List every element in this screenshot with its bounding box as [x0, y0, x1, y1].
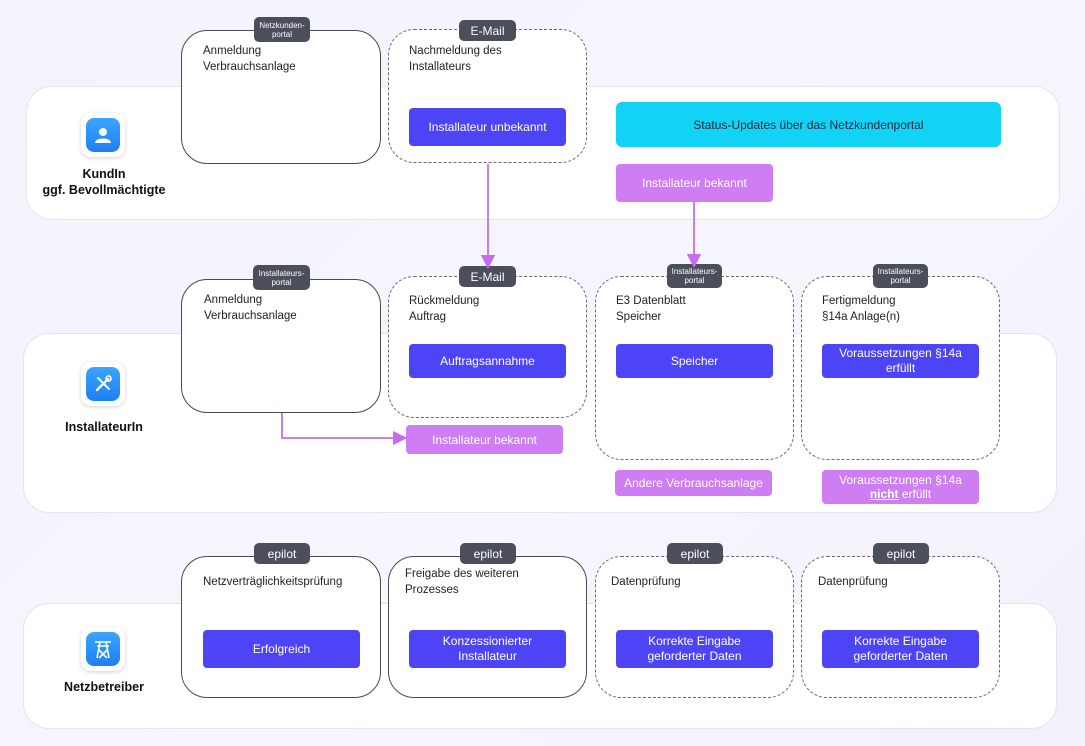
title-line: Rückmeldung	[409, 295, 480, 307]
tag-email: E-Mail	[459, 20, 516, 41]
pill-line: Voraussetzungen §14a	[839, 473, 962, 487]
button-line: Installateur	[458, 649, 517, 663]
tag-epilot-4: epilot	[873, 543, 929, 564]
auftragsannahme-button[interactable]: Auftragsannahme	[409, 344, 566, 378]
title-line: Speicher	[616, 310, 662, 323]
title-line: Nachmeldung des	[409, 45, 502, 57]
tag-epilot-3: epilot	[667, 543, 723, 564]
title-line: Auftrag	[409, 310, 447, 323]
person-icon	[81, 113, 125, 157]
actor-netzbetreiber-line1: Netzbetreiber	[64, 680, 144, 694]
card-rueckmeldung-title: Rückmeldung Auftrag	[409, 294, 479, 325]
pill-rest: erfüllt	[898, 487, 932, 501]
button-line: geforderter Daten	[853, 649, 948, 663]
card-installateur-anmeldung[interactable]	[181, 279, 381, 413]
konzessionierter-installateur-button[interactable]: Konzessionierter Installateur	[409, 630, 566, 668]
power-pylon-icon	[81, 627, 125, 671]
title-line: Netzverträglichkeitsprüfung	[203, 576, 343, 588]
andere-verbrauchsanlage-pill[interactable]: Andere Verbrauchsanlage	[615, 470, 772, 496]
card-installateur-anmeldung-title: Anmeldung Verbrauchsanlage	[204, 293, 297, 324]
title-line: E3 Datenblatt	[616, 295, 686, 307]
korrekte-eingabe-button-2[interactable]: Korrekte Eingabe geforderter Daten	[822, 630, 979, 668]
title-line: Anmeldung	[203, 45, 262, 57]
button-line: Konzessionierter	[442, 634, 533, 648]
title-line: Verbrauchsanlage	[203, 60, 296, 73]
actor-installateur: InstallateurIn	[40, 419, 168, 435]
card-kunde-anmeldung[interactable]	[181, 30, 381, 164]
button-line: geforderter Daten	[647, 649, 742, 663]
voraussetzungen-nicht-erfuellt-pill[interactable]: Voraussetzungen §14a nicht erfüllt	[822, 470, 979, 504]
title-line: Datenprüfung	[611, 576, 681, 588]
card-kunde-anmeldung-title: Anmeldung Verbrauchsanlage	[203, 44, 296, 75]
actor-netzbetreiber: Netzbetreiber	[40, 679, 168, 695]
actor-kunde-line1: KundIn	[82, 167, 126, 181]
speicher-button[interactable]: Speicher	[616, 344, 773, 378]
button-line: erfüllt	[885, 361, 916, 375]
card-datenpruefung-1-title: Datenprüfung	[611, 575, 681, 591]
button-line: Korrekte Eingabe	[854, 634, 947, 648]
tools-icon	[81, 362, 125, 406]
tag-epilot-2: epilot	[460, 543, 516, 564]
installateur-bekannt-pill-kunde[interactable]: Installateur bekannt	[616, 164, 773, 202]
actor-kunde: KundIn ggf. Bevollmächtigte	[40, 166, 168, 198]
title-line: §14a Anlage(n)	[822, 310, 901, 323]
title-line: Verbrauchsanlage	[204, 309, 297, 322]
card-netzvertraeglichkeit-title: Netzverträglichkeitsprüfung	[203, 575, 342, 591]
actor-installateur-line1: InstallateurIn	[65, 420, 143, 434]
title-line: Prozesses	[405, 583, 459, 596]
card-fertigmeldung-title: Fertigmeldung §14a Anlage(n)	[822, 294, 900, 325]
button-line: Korrekte Eingabe	[648, 634, 741, 648]
tag-epilot-1: epilot	[254, 543, 310, 564]
button-line: Voraussetzungen §14a	[839, 346, 962, 360]
tag-email-2: E-Mail	[459, 266, 516, 287]
status-updates-banner: Status-Updates über das Netzkundenportal	[616, 102, 1001, 147]
arrow-anmeldung-to-bekannt	[281, 413, 408, 446]
title-line: Installateurs	[409, 60, 472, 73]
erfolgreich-button[interactable]: Erfolgreich	[203, 630, 360, 668]
title-line: Datenprüfung	[818, 576, 888, 588]
title-line: Freigabe des weiteren	[405, 568, 519, 580]
card-datenpruefung-2-title: Datenprüfung	[818, 575, 888, 591]
pill-line: nicht erfüllt	[870, 487, 931, 501]
title-line: Anmeldung	[204, 294, 263, 306]
voraussetzungen-erfuellt-button[interactable]: Voraussetzungen §14a erfüllt	[822, 344, 979, 378]
tag-netzkundenportal: Netzkunden-portal	[254, 17, 310, 42]
actor-kunde-line2: ggf. Bevollmächtigte	[42, 183, 166, 197]
installateur-unbekannt-button[interactable]: Installateur unbekannt	[409, 108, 566, 146]
card-datenblatt-title: E3 Datenblatt Speicher	[616, 294, 686, 325]
installateur-bekannt-pill-installateur[interactable]: Installateur bekannt	[406, 425, 563, 454]
tag-installateursportal-3: Installateurs-portal	[873, 264, 928, 288]
card-freigabe[interactable]	[388, 556, 587, 698]
title-line: Fertigmeldung	[822, 295, 896, 307]
tag-installateursportal: Installateurs-portal	[253, 265, 310, 290]
card-nachmeldung-title: Nachmeldung des Installateurs	[409, 44, 502, 75]
card-freigabe-title: Freigabe des weiteren Prozesses	[405, 567, 519, 598]
nicht-emphasis: nicht	[869, 487, 899, 501]
card-datenpruefung-2[interactable]	[801, 556, 1000, 698]
korrekte-eingabe-button-1[interactable]: Korrekte Eingabe geforderter Daten	[616, 630, 773, 668]
